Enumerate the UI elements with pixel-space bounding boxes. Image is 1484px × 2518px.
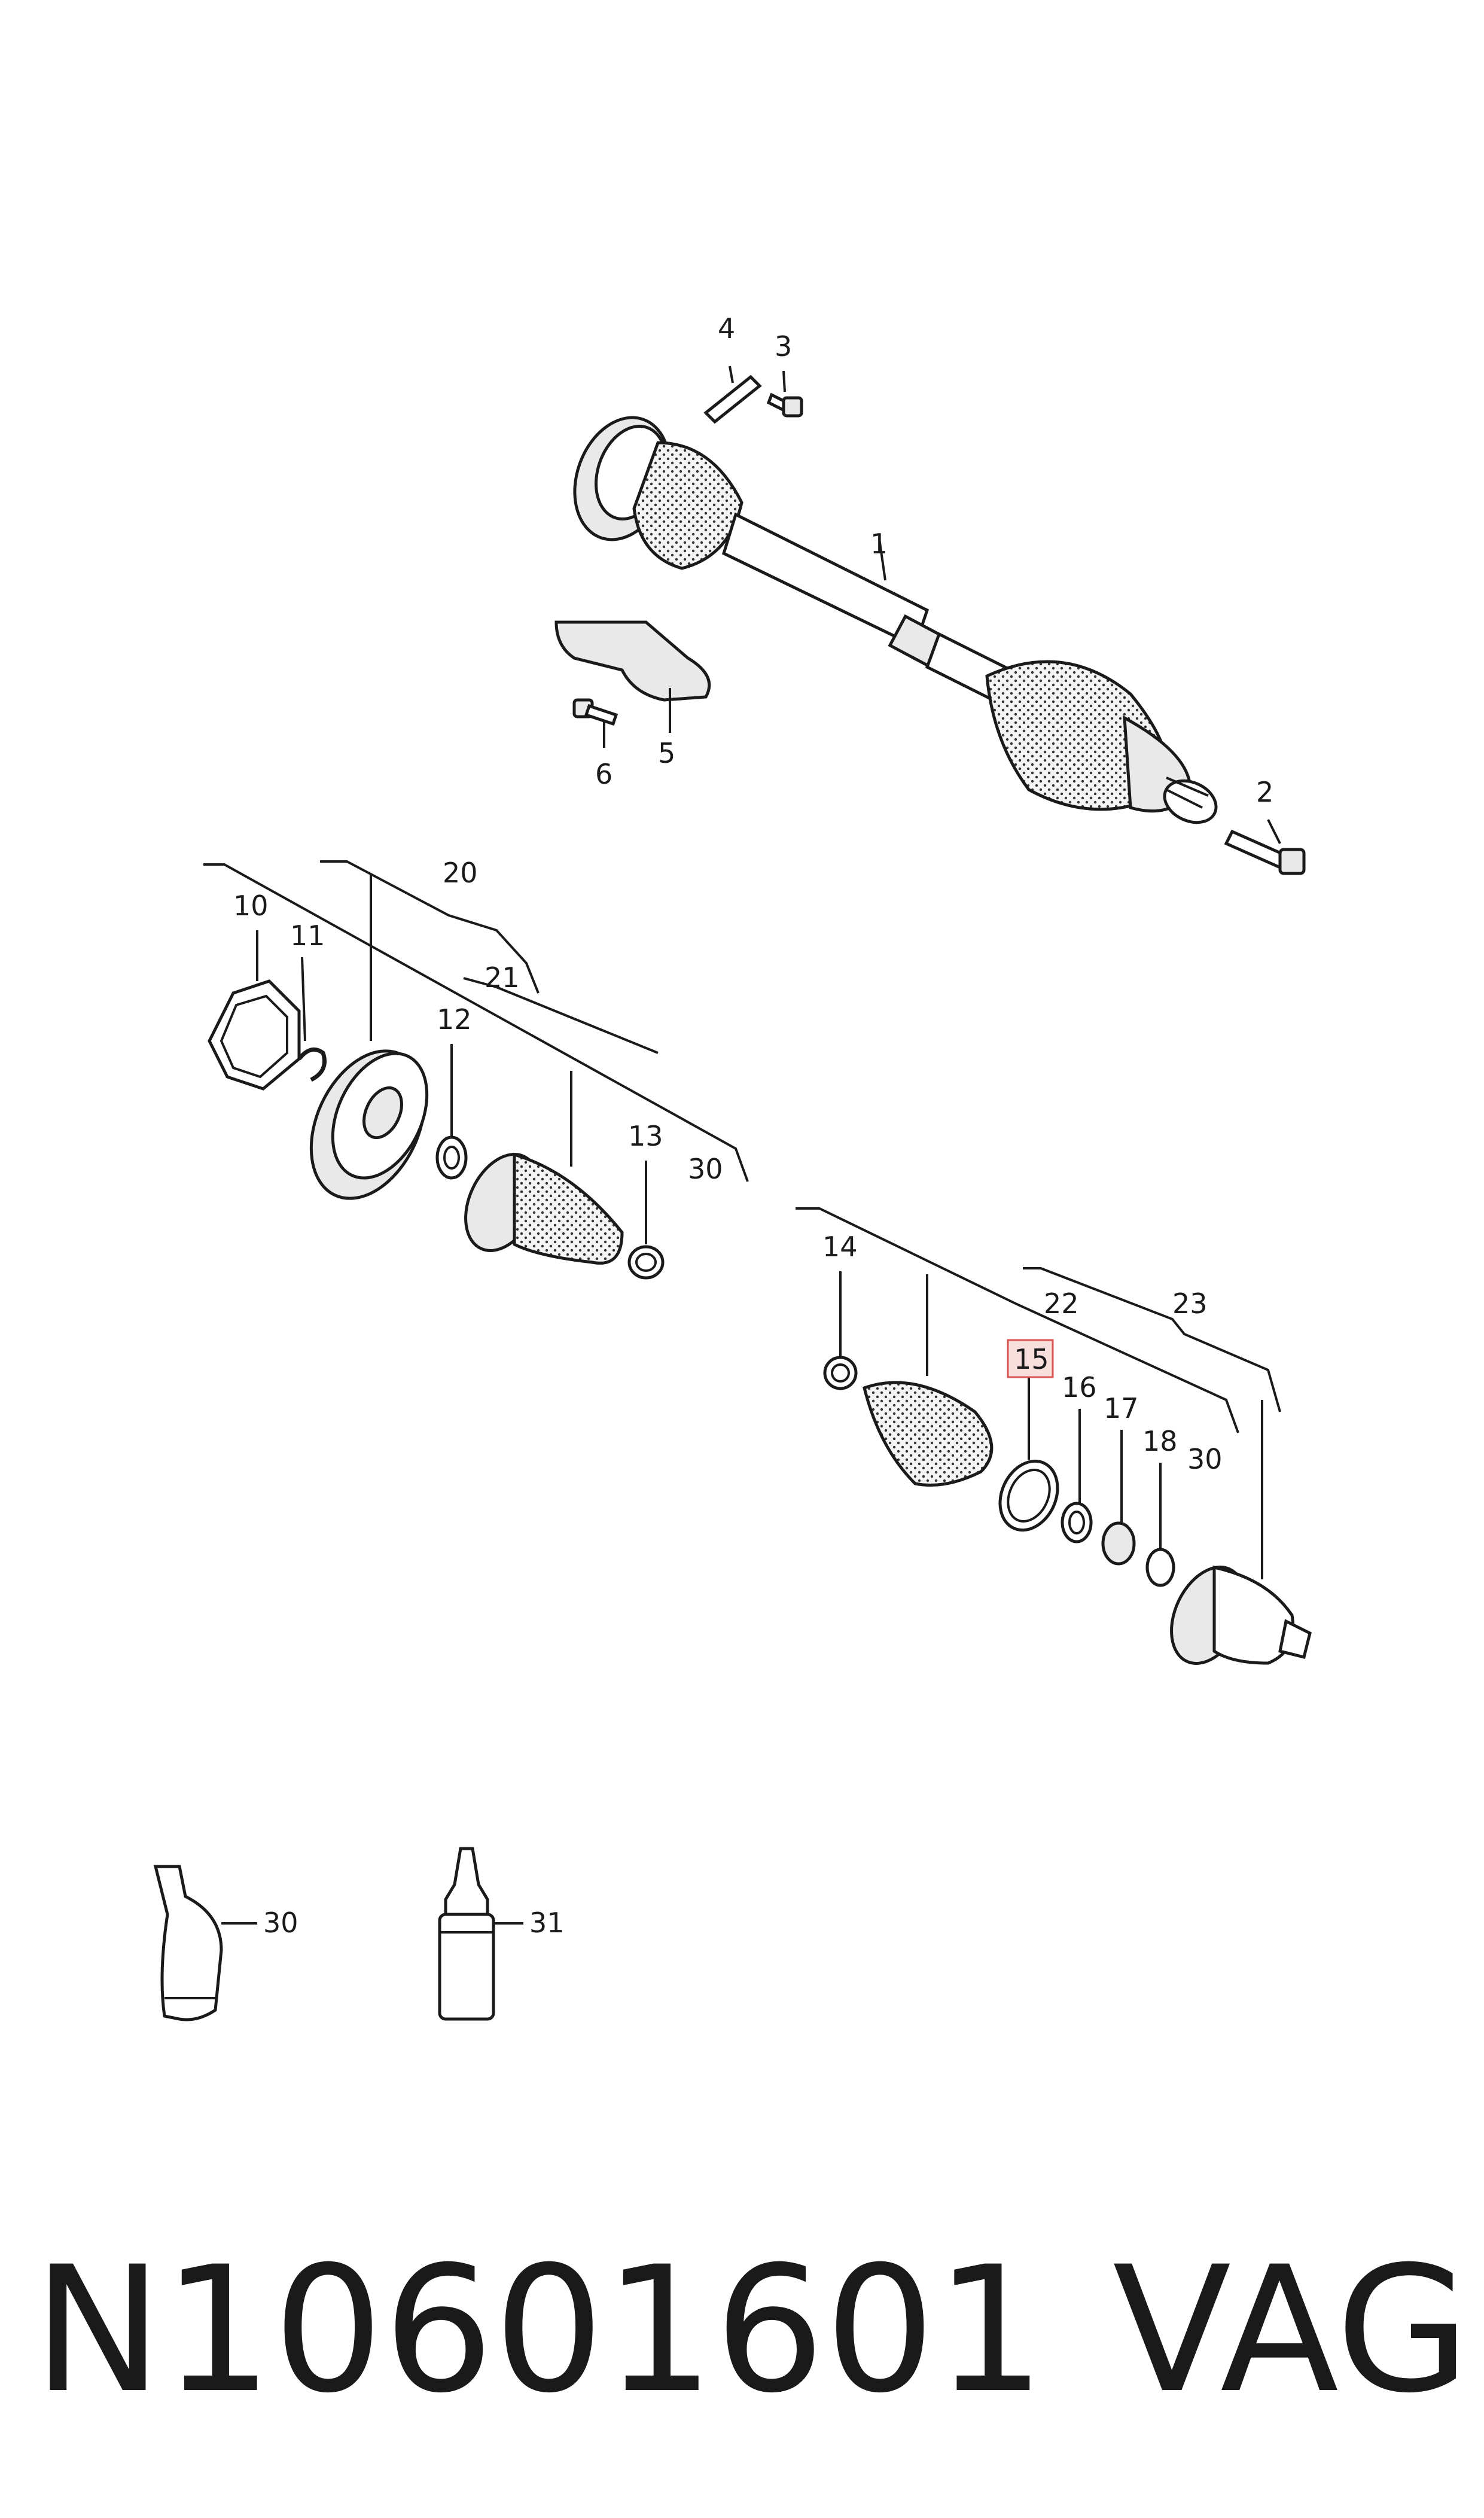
callout-12: 12 (437, 1003, 472, 1036)
dished-washer-part-17[interactable] (1101, 1521, 1136, 1566)
clamp-part-13[interactable] (627, 1245, 665, 1280)
callout-18: 18 (1142, 1425, 1178, 1457)
washer-part-16[interactable] (1061, 1502, 1093, 1543)
washer-part-12[interactable] (435, 1135, 468, 1180)
screw-part-3[interactable] (766, 392, 803, 418)
inner-cv-joint-part-20[interactable] (289, 1033, 447, 1216)
screw-part-6[interactable] (572, 698, 618, 726)
bolt-part-2[interactable] (1224, 829, 1306, 875)
callout-5: 5 (658, 737, 675, 769)
bottle-part-31[interactable] (438, 1847, 495, 2021)
outer-boot-part-22[interactable] (863, 1381, 994, 1487)
callout-23: 23 (1172, 1287, 1208, 1320)
heat-shield-part-5[interactable] (554, 620, 711, 702)
clamp-part-14[interactable] (823, 1356, 858, 1390)
callout-13: 13 (628, 1120, 663, 1152)
drive-shaft-assembly[interactable] (559, 404, 1223, 830)
callout-4: 4 (718, 312, 735, 345)
circlip-part-11[interactable] (297, 1047, 327, 1082)
callout-14: 14 (822, 1231, 858, 1263)
callout-15: 15 (1014, 1343, 1049, 1375)
callout-22: 22 (1044, 1287, 1079, 1320)
circlip-part-18[interactable] (1145, 1548, 1175, 1587)
callout-15-highlight (1007, 1339, 1054, 1378)
callout-17: 17 (1104, 1392, 1139, 1424)
callout-30-outer: 30 (1187, 1443, 1223, 1475)
locking-plate-part-4[interactable] (703, 374, 762, 424)
callout-2: 2 (1256, 776, 1273, 808)
callout-3: 3 (775, 330, 792, 363)
callout-1: 1 (870, 528, 888, 560)
outer-cv-joint-part-23[interactable] (1157, 1555, 1312, 1676)
callout-30-tube: 30 (263, 1907, 298, 1939)
part-number: N10601601 (33, 2230, 1046, 2431)
group-brackets (203, 366, 1281, 1925)
inner-boot-part-21[interactable] (451, 1143, 624, 1265)
callout-20: 20 (443, 857, 478, 889)
callout-16: 16 (1062, 1371, 1097, 1403)
callout-30-inner: 30 (688, 1153, 723, 1185)
callout-11: 11 (290, 919, 325, 952)
brand-label: VAG (1113, 2230, 1470, 2431)
callout-31: 31 (529, 1907, 565, 1939)
callout-6: 6 (595, 758, 613, 790)
gasket-part-10[interactable] (208, 979, 301, 1091)
clamp-part-15[interactable] (989, 1452, 1068, 1540)
callout-10: 10 (233, 890, 269, 922)
grease-tube-part-30[interactable] (153, 1865, 223, 2021)
callout-21: 21 (484, 961, 520, 994)
